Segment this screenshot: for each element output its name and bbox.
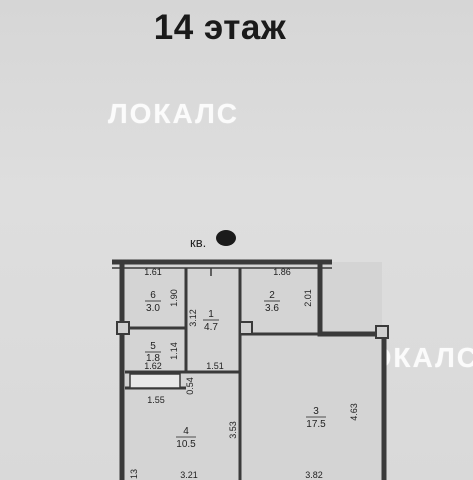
room-2-number: 2 — [269, 290, 275, 301]
dim-3-82: 3.82 — [305, 470, 323, 480]
dim-3-53: 3.53 — [228, 421, 238, 439]
dim-1-51: 1.51 — [206, 361, 224, 371]
apartment-label: кв. — [190, 235, 207, 250]
interior-walls — [125, 268, 320, 480]
dim-4-63: 4.63 — [349, 403, 359, 421]
shaft — [129, 373, 181, 389]
watermark-top: ЛОКАЛС — [108, 98, 239, 129]
room-4-number: 4 — [183, 426, 189, 437]
dim-2-01: 2.01 — [303, 289, 313, 307]
room-6-area: 3.0 — [146, 303, 160, 314]
room-1-area: 4.7 — [204, 322, 218, 333]
dim-1-86: 1.86 — [273, 267, 291, 277]
room-2-area: 3.6 — [265, 303, 279, 314]
dim-1-61: 1.61 — [144, 267, 162, 277]
room-5-number: 5 — [150, 341, 156, 352]
room-5-area: 1.8 — [146, 353, 160, 364]
room-3-number: 3 — [313, 406, 319, 417]
column-left — [116, 321, 130, 335]
floor-title: 14 этаж — [153, 8, 287, 47]
column-right — [375, 325, 389, 339]
room-4-area: 10.5 — [176, 439, 196, 450]
room-1-number: 1 — [208, 309, 214, 320]
outer-walls — [112, 259, 387, 480]
dim-1-90: 1.90 — [169, 289, 179, 307]
dim-0-54: 0.54 — [185, 377, 195, 395]
dim-1-62: 1.62 — [144, 361, 162, 371]
dim-3-12: 3.12 — [188, 309, 198, 327]
dim-3-21: 3.21 — [180, 470, 198, 480]
column-middle — [239, 321, 253, 335]
dim-1-14: 1.14 — [169, 342, 179, 360]
dim-1-55: 1.55 — [147, 395, 165, 405]
room-3-area: 17.5 — [306, 419, 326, 430]
room-6-number: 6 — [150, 290, 156, 301]
apartment-number-redaction — [216, 230, 236, 246]
dim-13: 13 — [129, 469, 139, 479]
